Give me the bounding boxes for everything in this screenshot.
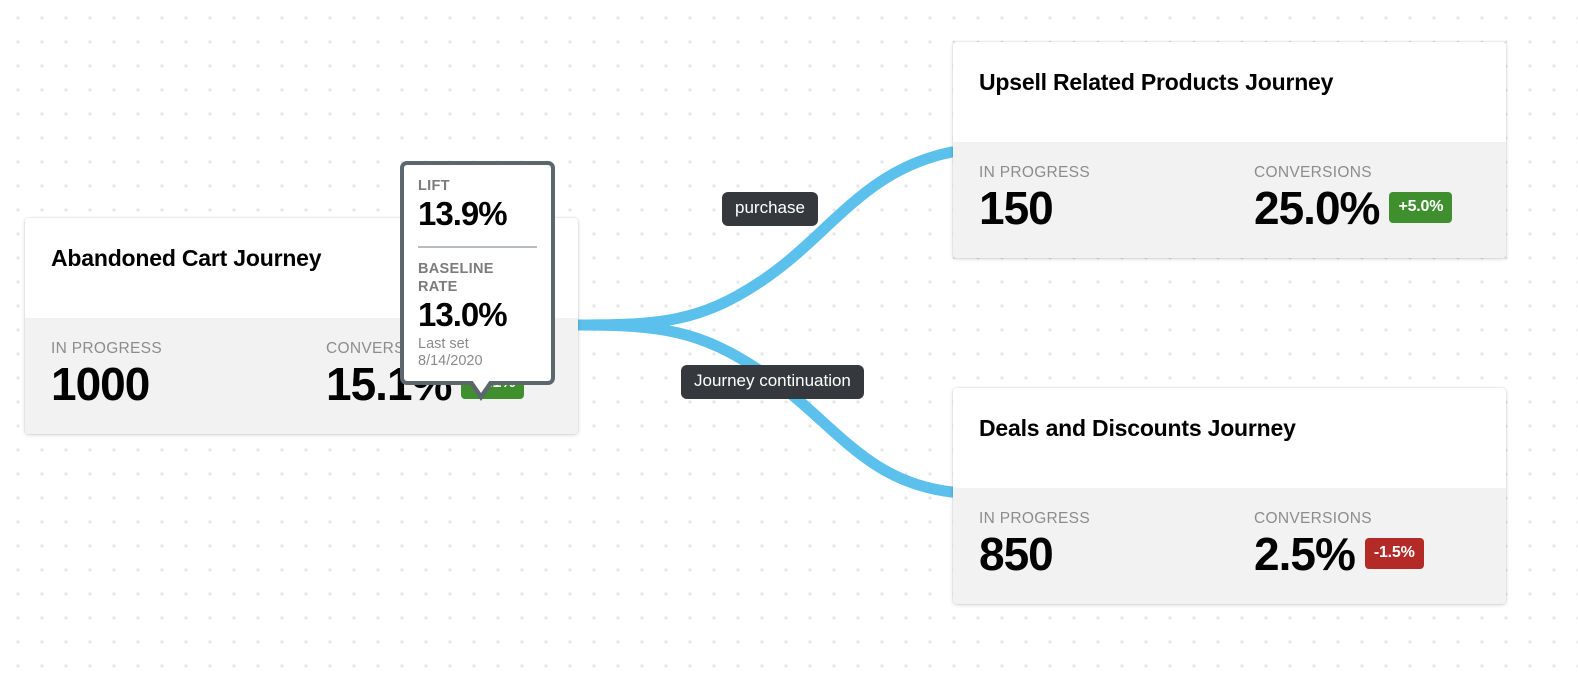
connector-path-journey-continuation [572,319,958,498]
metric-label-in-progress: IN PROGRESS [979,510,1090,528]
metric-in-progress: IN PROGRESS 850 [979,510,1254,578]
card-footer: IN PROGRESS 150 CONVERSIONS 25.0% +5.0% [953,142,1506,258]
baseline-last-set: Last set 8/14/2020 [418,336,483,370]
metric-in-progress: IN PROGRESS 150 [979,164,1254,232]
edge-label-purchase[interactable]: purchase [722,192,818,226]
tooltip-divider [418,246,537,249]
metric-value-row: 25.0% +5.0% [1254,182,1453,235]
metric-value-conversions: 2.5% [1254,528,1356,581]
connector-path-purchase [572,146,958,331]
metric-value-row: 2.5% -1.5% [1254,531,1424,578]
lift-label: LIFT [418,178,450,194]
metric-in-progress: IN PROGRESS 1000 [51,340,326,408]
conversions-delta-badge[interactable]: +5.0% [1389,192,1453,224]
metric-conversions: CONVERSIONS 25.0% +5.0% [1254,164,1453,235]
card-header: Upsell Related Products Journey [953,42,1506,143]
card-header: Deals and Discounts Journey [953,388,1506,489]
metric-value-row: 850 [979,531,1254,578]
edge-label-journey-continuation[interactable]: Journey continuation [681,365,864,399]
metric-label-conversions: CONVERSIONS [1254,510,1372,528]
lift-tooltip: LIFT 13.9% BASELINE RATE 13.0% Last set … [400,161,555,401]
metric-value-in-progress: 1000 [51,358,150,411]
metric-value-conversions: 25.0% [1254,182,1380,235]
metric-value-in-progress: 850 [979,528,1054,581]
tooltip-arrow-inner [472,379,490,393]
metric-label-conversions: CONVERSIONS [1254,164,1372,182]
conversions-delta-badge[interactable]: -1.5% [1364,538,1424,570]
metric-value-in-progress: 150 [979,182,1054,235]
card-title: Upsell Related Products Journey [979,69,1334,95]
metric-label-in-progress: IN PROGRESS [979,164,1090,182]
journey-card-upsell[interactable]: Upsell Related Products Journey IN PROGR… [953,42,1506,258]
metric-value-row: 150 [979,185,1254,232]
lift-value: 13.9% [418,195,508,233]
card-title: Deals and Discounts Journey [979,415,1296,441]
baseline-rate-value: 13.0% [418,296,508,334]
card-title: Abandoned Cart Journey [51,245,322,271]
metric-value-row: 1000 [51,361,326,408]
metric-conversions: CONVERSIONS 2.5% -1.5% [1254,510,1424,578]
baseline-rate-label: BASELINE RATE [418,261,494,295]
journey-card-deals[interactable]: Deals and Discounts Journey IN PROGRESS … [953,388,1506,604]
card-footer: IN PROGRESS 850 CONVERSIONS 2.5% -1.5% [953,488,1506,604]
metric-label-in-progress: IN PROGRESS [51,340,162,358]
